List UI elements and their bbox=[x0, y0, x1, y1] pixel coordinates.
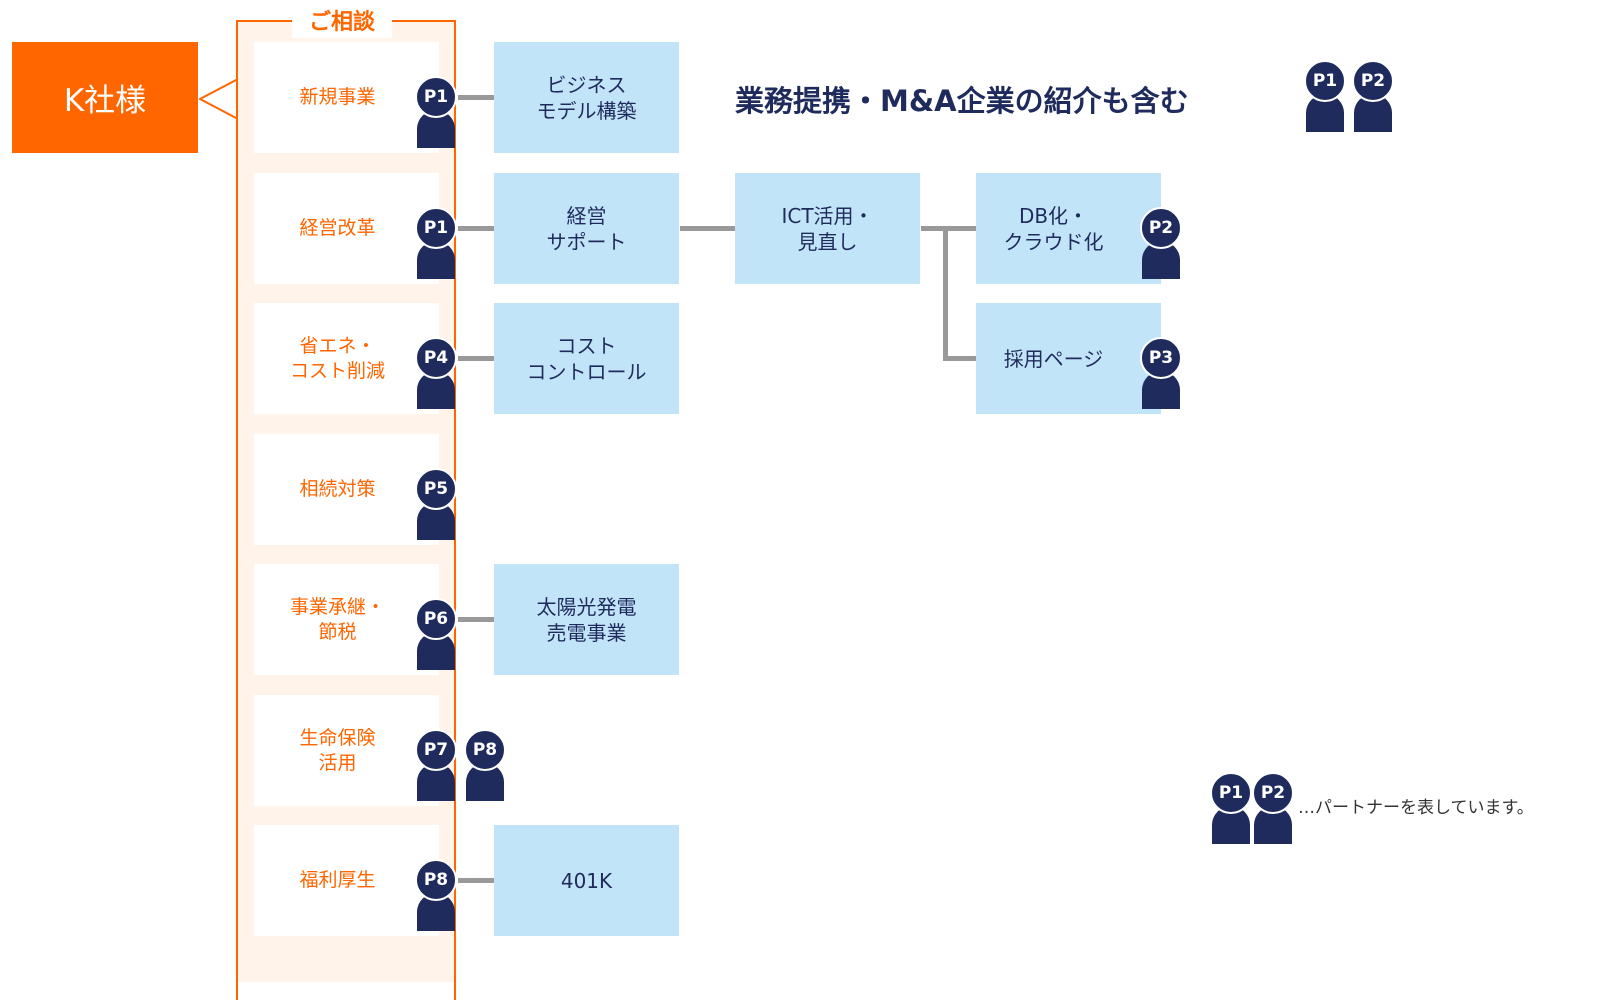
category-management-reform: 経営改革 bbox=[254, 173, 439, 284]
partner-icon: P2 bbox=[1138, 207, 1184, 279]
client-box: K社様 bbox=[12, 42, 198, 153]
category-welfare: 福利厚生 bbox=[254, 825, 439, 936]
partner-icon: P1 bbox=[413, 207, 459, 279]
category-energy-cost-reduction: 省エネ・ コスト削減 bbox=[254, 303, 439, 414]
service-solar-power: 太陽光発電 売電事業 bbox=[494, 564, 679, 675]
partner-icon: P2 bbox=[1350, 60, 1396, 132]
category-succession-tax: 事業承継・ 節税 bbox=[254, 564, 439, 675]
legend-partner-icon: P1 bbox=[1208, 772, 1254, 844]
partner-icon: P6 bbox=[413, 598, 459, 670]
headline-text: 業務提携・M&A企業の紹介も含む bbox=[735, 84, 1189, 118]
category-inheritance: 相続対策 bbox=[254, 434, 439, 545]
service-recruit-page: 採用ページ bbox=[976, 303, 1161, 414]
connector-line bbox=[943, 356, 976, 361]
partner-icon: P1 bbox=[413, 76, 459, 148]
category-life-insurance: 生命保険 活用 bbox=[254, 695, 439, 806]
partner-icon: P4 bbox=[413, 337, 459, 409]
connector-line bbox=[921, 226, 976, 231]
service-401k: 401K bbox=[494, 825, 679, 936]
legend-text: …パートナーを表しています。 bbox=[1298, 798, 1534, 818]
legend-partner-icon: P2 bbox=[1250, 772, 1296, 844]
partner-icon: P3 bbox=[1138, 337, 1184, 409]
partner-icon: P1 bbox=[1302, 60, 1348, 132]
service-db-cloud: DB化・ クラウド化 bbox=[976, 173, 1161, 284]
partner-icon: P5 bbox=[413, 468, 459, 540]
partner-icon: P8 bbox=[462, 729, 508, 801]
connector-line bbox=[458, 356, 494, 361]
connector-line bbox=[680, 226, 735, 231]
partner-icon: P8 bbox=[413, 859, 459, 931]
connector-line bbox=[458, 617, 494, 622]
service-management-support: 経営 サポート bbox=[494, 173, 679, 284]
consultation-frame-title: ご相談 bbox=[292, 2, 392, 38]
service-business-model: ビジネス モデル構築 bbox=[494, 42, 679, 153]
service-cost-control: コスト コントロール bbox=[494, 303, 679, 414]
connector-line bbox=[458, 95, 494, 100]
connector-line bbox=[458, 878, 494, 883]
category-new-business: 新規事業 bbox=[254, 42, 439, 153]
connector-line bbox=[943, 226, 948, 360]
speech-pointer bbox=[199, 79, 239, 119]
service-ict: ICT活用・ 見直し bbox=[735, 173, 920, 284]
connector-line bbox=[458, 226, 494, 231]
partner-icon: P7 bbox=[413, 729, 459, 801]
